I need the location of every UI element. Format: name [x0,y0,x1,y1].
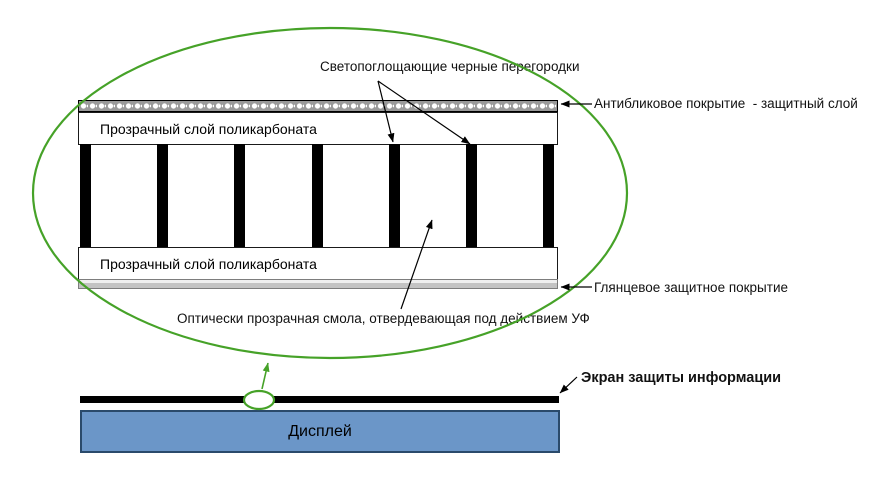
glossy-label: Глянцевое защитное покрытие [594,280,788,295]
resin-label: Оптически прозрачная смола, отвердевающа… [177,311,590,326]
partition-bar [157,144,169,248]
magnify-arrow [261,362,270,390]
screen-arrow [559,376,578,394]
polycarbonate-layer-bottom-label: Прозрачный слой поликарбоната [100,255,317,272]
partition-bar [234,144,246,248]
antiglare-label: Антибликовое покрытие - защитный слой [594,96,858,111]
antiglare-coating-strip [78,100,558,112]
partition-bar [311,144,323,248]
magnifier-ellipse [31,26,629,360]
polycarbonate-layer-top-label: Прозрачный слой поликарбоната [100,120,317,137]
partitions-label: Светопоглощающие черные перегородки [320,59,580,74]
screen-label: Экран защиты информации [581,370,782,386]
partition-bar [80,144,91,248]
partition-bar [543,144,555,248]
display-rect: Дисплей [80,410,560,453]
partition-bar [388,144,400,248]
privacy-screen-bar [80,396,559,403]
polycarbonate-layer-top: Прозрачный слой поликарбоната [78,112,558,145]
partition-bar [465,144,477,248]
glossy-coating-strip [78,279,558,289]
display-label: Дисплей [288,422,352,440]
polycarbonate-layer-bottom: Прозрачный слой поликарбоната [78,247,558,280]
